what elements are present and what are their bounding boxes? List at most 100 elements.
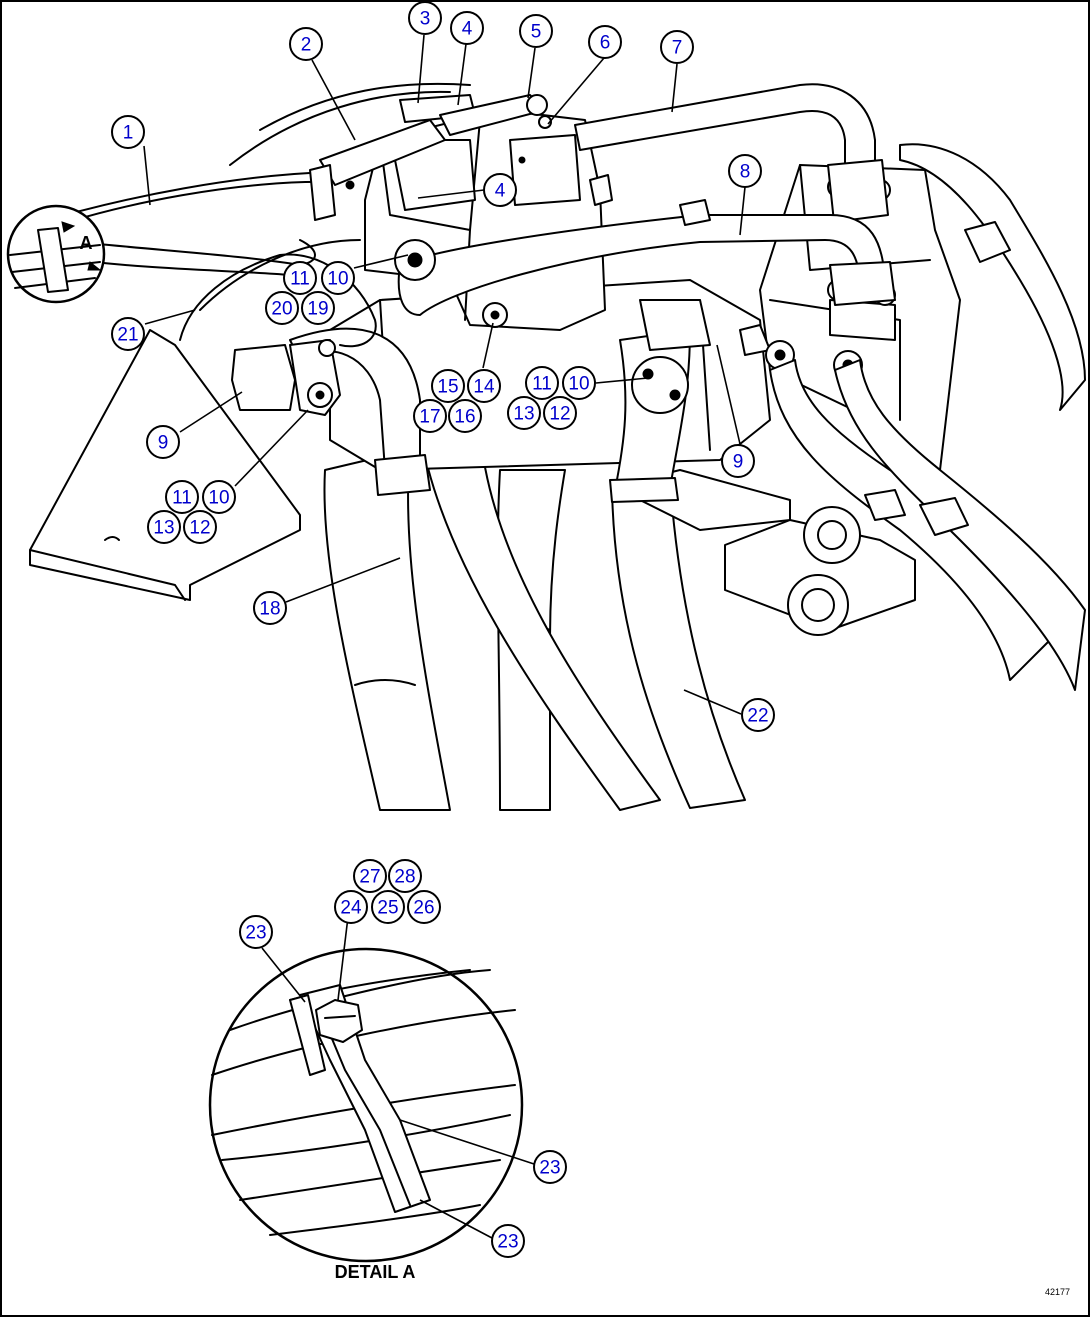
- callout-bubble: [408, 1, 442, 35]
- callout-23: 23: [491, 1224, 525, 1258]
- callout-bubble: [146, 425, 180, 459]
- callout-number: 22: [747, 706, 768, 727]
- callout-number: 12: [189, 518, 210, 539]
- callout-bubble: [413, 399, 447, 433]
- hose-18: [323, 449, 451, 811]
- callout-16: 16: [448, 399, 482, 433]
- callout-bubble: [721, 444, 755, 478]
- callout-bubble: [431, 369, 465, 403]
- main-assembly-illustration: A: [6, 82, 1086, 811]
- callout-bubble: [334, 890, 368, 924]
- callout-bubble: [533, 1150, 567, 1184]
- callout-12: 12: [543, 396, 577, 430]
- detail-a-marker: A: [6, 204, 106, 304]
- callout-bubble: [660, 30, 694, 64]
- callout-12: 12: [183, 510, 217, 544]
- callout-23: 23: [533, 1150, 567, 1184]
- callout-bubble: [289, 27, 323, 61]
- callout-11: 11: [525, 366, 559, 400]
- callout-number: 20: [271, 299, 292, 320]
- callout-bubble: [202, 480, 236, 514]
- callout-number: 2: [301, 35, 312, 56]
- callout-number: 25: [377, 898, 398, 919]
- callout-4: 4: [450, 11, 484, 45]
- callout-number: 10: [568, 374, 589, 395]
- hose-8: [397, 214, 886, 316]
- callout-3: 3: [408, 1, 442, 35]
- callout-number: 17: [419, 407, 440, 428]
- callout-6: 6: [588, 25, 622, 59]
- callout-bubble: [543, 396, 577, 430]
- callout-number: 28: [394, 867, 415, 888]
- callout-24: 24: [334, 890, 368, 924]
- callout-bubble: [111, 317, 145, 351]
- callout-number: 4: [462, 19, 473, 40]
- detail-a-inset: [208, 947, 524, 1263]
- callout-19: 19: [301, 291, 335, 325]
- callout-number: 18: [259, 599, 280, 620]
- callout-bubble: [407, 890, 441, 924]
- callout-bubble: [491, 1224, 525, 1258]
- callout-bubble: [448, 399, 482, 433]
- callout-number: 3: [420, 9, 431, 30]
- callout-21: 21: [111, 317, 145, 351]
- callout-23: 23: [239, 915, 273, 949]
- callout-bubble: [165, 480, 199, 514]
- callout-9: 9: [146, 425, 180, 459]
- callout-28: 28: [388, 859, 422, 893]
- callout-bubble: [239, 915, 273, 949]
- detail-a-caption: DETAIL A: [335, 1262, 416, 1282]
- callout-number: 10: [208, 488, 229, 509]
- callout-number: 26: [413, 898, 434, 919]
- callout-5: 5: [519, 14, 553, 48]
- callout-number: 21: [117, 325, 138, 346]
- callout-9: 9: [721, 444, 755, 478]
- callout-bubble: [483, 173, 517, 207]
- callout-22: 22: [741, 698, 775, 732]
- callout-15: 15: [431, 369, 465, 403]
- callout-bubble: [588, 25, 622, 59]
- callout-bubble: [147, 510, 181, 544]
- callout-13: 13: [507, 396, 541, 430]
- callout-1: 1: [111, 115, 145, 149]
- callout-number: 9: [733, 452, 744, 473]
- callout-number: 16: [454, 407, 475, 428]
- callout-bubble: [507, 396, 541, 430]
- callout-bubble: [321, 261, 355, 295]
- callout-number: 19: [307, 299, 328, 320]
- callout-bubble: [741, 698, 775, 732]
- callout-number: 23: [245, 923, 266, 944]
- hose-center-right: [419, 429, 661, 811]
- callout-10: 10: [321, 261, 355, 295]
- detail-bolt: [315, 999, 363, 1043]
- mounting-bracket-plate: [29, 329, 301, 601]
- callout-number: 13: [513, 404, 534, 425]
- callout-11: 11: [283, 261, 317, 295]
- callout-27: 27: [353, 859, 387, 893]
- callout-bubble: [388, 859, 422, 893]
- callout-number: 14: [473, 377, 495, 398]
- callout-bubble: [728, 154, 762, 188]
- callout-bubble: [525, 366, 559, 400]
- callout-8: 8: [728, 154, 762, 188]
- callout-bubble: [183, 510, 217, 544]
- callout-number: 9: [158, 433, 169, 454]
- callout-20: 20: [265, 291, 299, 325]
- callout-bubble: [562, 366, 596, 400]
- drawing-code: 42177: [1045, 1287, 1070, 1297]
- callout-number: 1: [123, 123, 134, 144]
- callout-2: 2: [289, 27, 323, 61]
- hose-7: [574, 83, 876, 173]
- callout-number: 4: [495, 181, 506, 202]
- hose-left-elbow: [289, 327, 421, 471]
- callout-number: 24: [340, 898, 362, 919]
- callout-bubble: [265, 291, 299, 325]
- callout-13: 13: [147, 510, 181, 544]
- detail-a-letter: A: [80, 233, 93, 253]
- callout-14: 14: [467, 369, 501, 403]
- callout-bubble: [371, 890, 405, 924]
- callout-bubble: [353, 859, 387, 893]
